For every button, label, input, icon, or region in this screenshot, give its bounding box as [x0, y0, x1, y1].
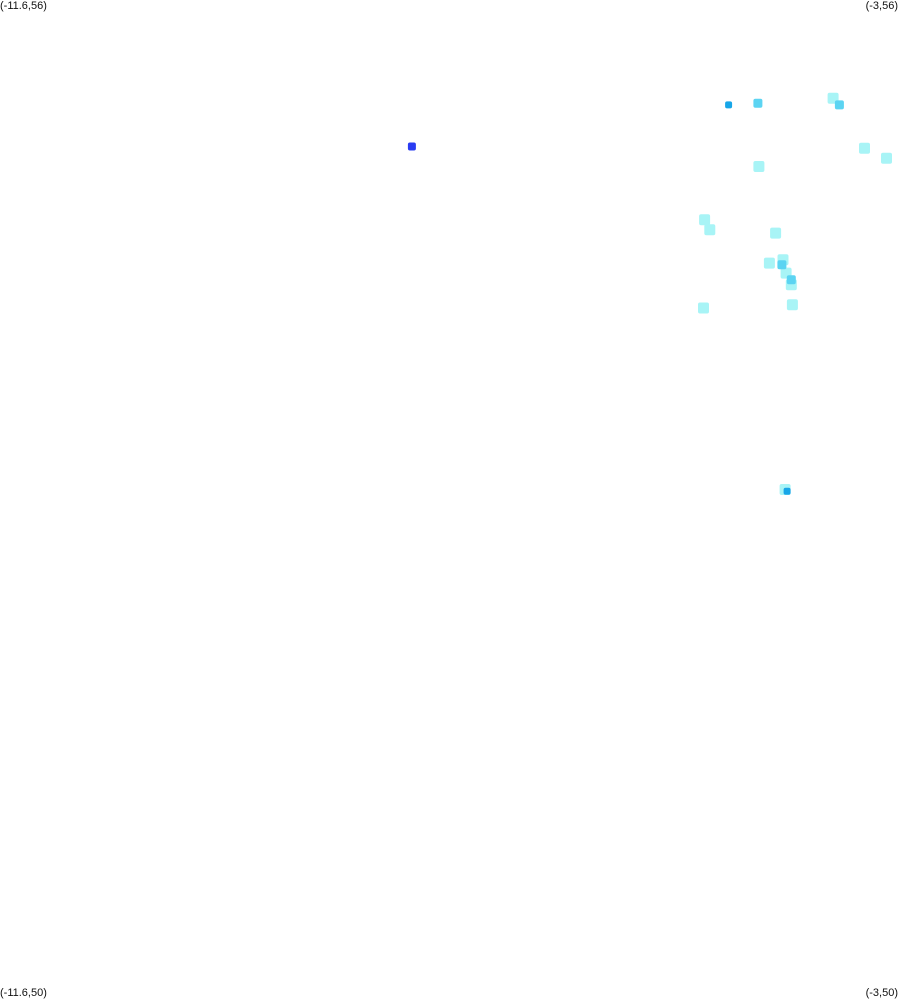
density-cell-9	[704, 224, 716, 236]
density-cell-16	[698, 302, 709, 314]
density-cell-20	[783, 487, 791, 495]
corner-label-bottom-left: (-11.6,50)	[0, 987, 47, 999]
density-cell-5	[881, 152, 892, 164]
density-cell-6	[753, 161, 765, 172]
density-cell-17	[777, 260, 787, 270]
density-cell-18	[786, 275, 796, 285]
corner-label-bottom-right: (-3,50)	[865, 987, 898, 999]
density-cell-3	[725, 101, 733, 109]
density-cell-15	[786, 299, 798, 311]
density-cell-4	[859, 142, 870, 154]
density-cell-10	[770, 227, 782, 239]
corner-label-top-right: (-3,56)	[865, 0, 898, 12]
density-cell-11	[763, 257, 775, 269]
density-cell-8	[699, 214, 711, 226]
density-cell-7	[407, 142, 416, 151]
density-cell-1	[834, 100, 844, 110]
corner-label-top-left: (-11.6,56)	[0, 0, 47, 12]
density-cell-2	[753, 98, 763, 108]
